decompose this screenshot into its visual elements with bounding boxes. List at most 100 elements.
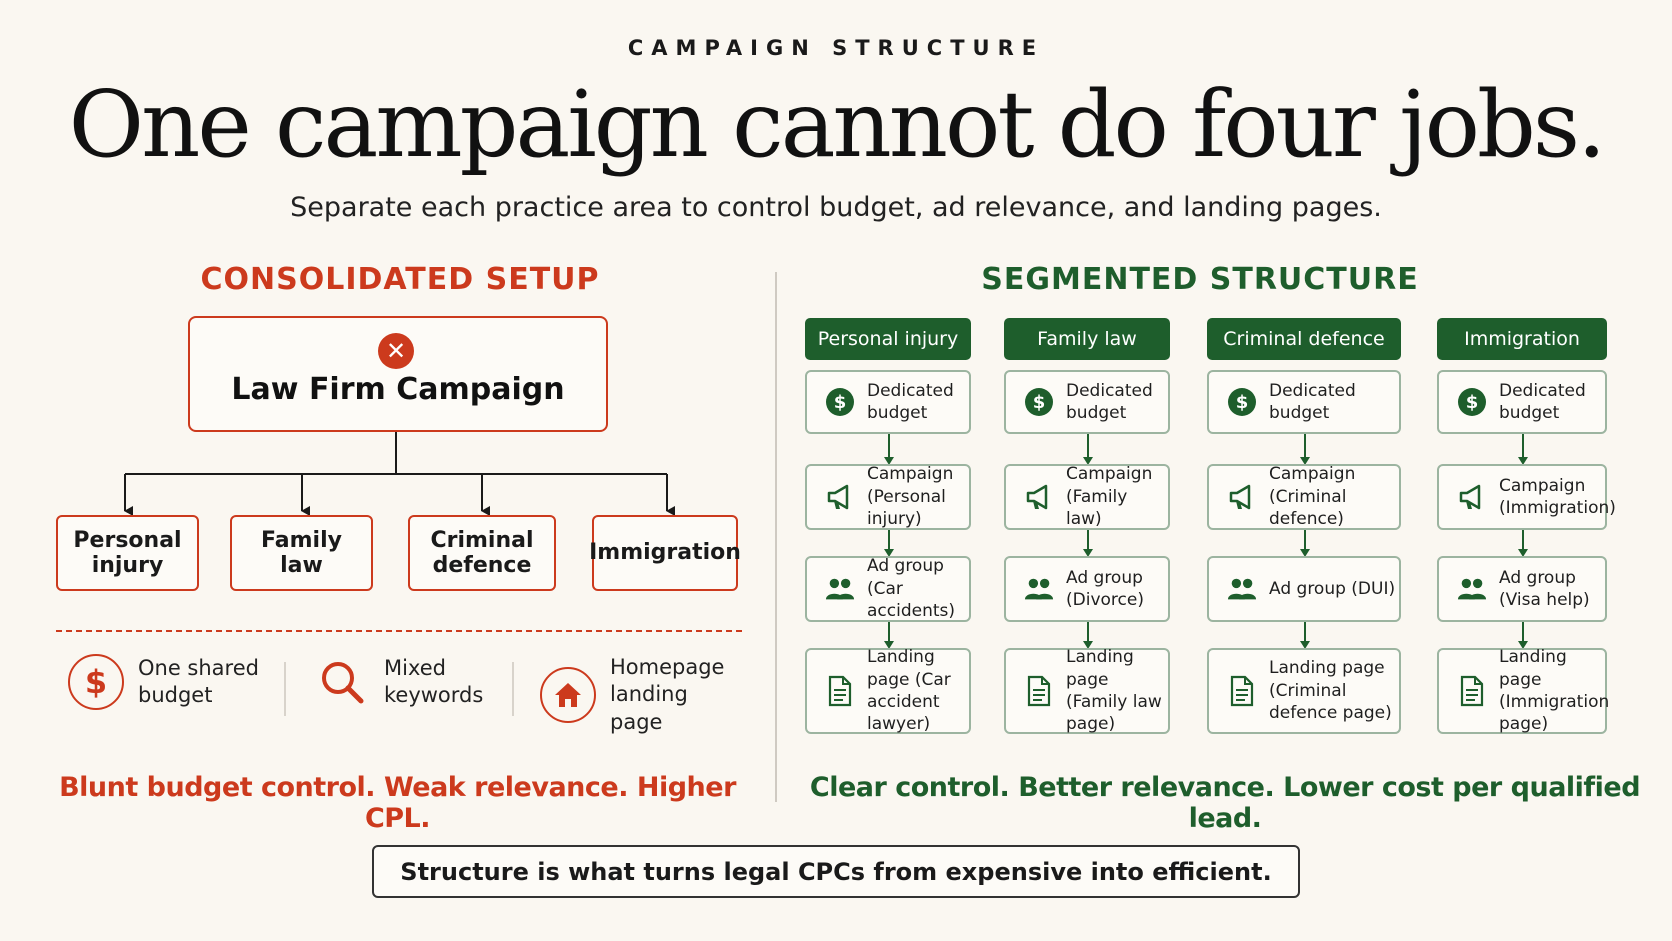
leaf-immigration: Immigration xyxy=(589,515,741,591)
segment-step-label: Ad group (Car accidents) xyxy=(867,556,956,622)
segment-step-label: Dedicated budget xyxy=(867,380,954,423)
segment-heading: Personal injury xyxy=(805,318,971,360)
dollar-icon: $ xyxy=(1457,387,1487,417)
segment-step: $ Dedicated budget xyxy=(805,370,971,434)
flow-arrow xyxy=(1083,530,1093,557)
segment-step-label: Landing page (Car accident lawyer) xyxy=(867,647,951,735)
eyebrow: CAMPAIGN STRUCTURE xyxy=(627,36,1045,60)
document-icon xyxy=(1227,675,1257,707)
feature-label: One shared budget xyxy=(138,655,259,707)
section-divider xyxy=(775,272,777,802)
segment-step: Campaign (Family law) xyxy=(1004,464,1170,530)
x-circle-icon: ✕ xyxy=(378,333,414,369)
megaphone-icon xyxy=(1024,482,1054,512)
flow-arrow xyxy=(1300,622,1310,649)
subheadline: Separate each practice area to control b… xyxy=(290,192,1382,223)
document-icon xyxy=(1024,675,1054,707)
law-firm-campaign-box: ✕ Law Firm Campaign xyxy=(188,316,608,432)
megaphone-icon xyxy=(1457,482,1487,512)
segment-step: Landing page (Family law page) xyxy=(1004,647,1170,735)
dollar-icon: $ xyxy=(1227,387,1257,417)
search-icon xyxy=(314,654,370,710)
segmented-title: SEGMENTED STRUCTURE xyxy=(981,262,1419,297)
dollar-icon: $ xyxy=(825,387,855,417)
segment-heading: Criminal defence xyxy=(1207,318,1401,360)
leaf-personal-injury: Personal injury xyxy=(56,515,199,591)
svg-text:$: $ xyxy=(1236,392,1249,413)
document-icon xyxy=(1457,675,1487,707)
segment-step: Ad group (Visa help) xyxy=(1437,556,1607,622)
svg-text:$: $ xyxy=(834,392,847,413)
segment-step: Ad group (Car accidents) xyxy=(805,556,971,622)
segment-step-label: Ad group (DUI) xyxy=(1269,578,1396,599)
segment-step-label: Campaign (Criminal defence) xyxy=(1269,464,1356,530)
flow-arrow xyxy=(1518,530,1528,557)
segment-step: Landing page (Car accident lawyer) xyxy=(805,647,971,735)
consolidated-title: CONSOLIDATED SETUP xyxy=(200,262,600,297)
segment-step-label: Campaign (Immigration) xyxy=(1499,475,1616,518)
segment-step-label: Landing page (Family law page) xyxy=(1066,647,1162,735)
flow-arrow xyxy=(1300,434,1310,465)
segment-step: Ad group (Divorce) xyxy=(1004,556,1170,622)
megaphone-icon xyxy=(1227,482,1257,512)
leaf-criminal-defence: Criminal defence xyxy=(408,515,556,591)
segment-step: Landing page (Immigration page) xyxy=(1437,647,1610,735)
segment-step: Campaign (Immigration) xyxy=(1437,464,1616,530)
people-icon xyxy=(1024,574,1054,604)
leaf-family-law: Family law xyxy=(230,515,373,591)
headline: One campaign cannot do four jobs. xyxy=(68,71,1607,178)
main-box-label: Law Firm Campaign xyxy=(231,372,565,407)
segmented-verdict: Clear control. Better relevance. Lower c… xyxy=(809,772,1641,834)
segment-step-label: Campaign (Personal injury) xyxy=(867,464,954,530)
segment-step: $ Dedicated budget xyxy=(1207,370,1401,434)
flow-arrow xyxy=(884,530,894,557)
segment-step: $ Dedicated budget xyxy=(1437,370,1607,434)
flow-arrow xyxy=(1518,434,1528,465)
feature-label: Homepage landing page xyxy=(610,655,725,734)
megaphone-icon xyxy=(825,482,855,512)
segment-step: Campaign (Criminal defence) xyxy=(1207,464,1401,530)
segment-step-label: Dedicated budget xyxy=(1066,380,1153,423)
feature-mixed-keywords: Mixed keywords xyxy=(314,654,514,710)
segment-step-label: Dedicated budget xyxy=(1269,380,1356,423)
flow-arrow xyxy=(884,622,894,649)
segment-step: $ Dedicated budget xyxy=(1004,370,1170,434)
flow-arrow xyxy=(1083,434,1093,465)
home-icon xyxy=(540,666,596,723)
segment-step-label: Landing page (Criminal defence page) xyxy=(1269,658,1392,724)
people-icon xyxy=(1457,574,1487,604)
dollar-icon: $ xyxy=(1024,387,1054,417)
segment-step-label: Dedicated budget xyxy=(1499,380,1586,423)
flow-arrow xyxy=(884,434,894,465)
segment-step-label: Ad group (Divorce) xyxy=(1066,567,1144,610)
dashed-divider xyxy=(56,630,742,632)
segment-step: Campaign (Personal injury) xyxy=(805,464,971,530)
svg-text:$: $ xyxy=(1033,392,1046,413)
feature-label: Mixed keywords xyxy=(384,655,484,707)
segment-step-label: Landing page (Immigration page) xyxy=(1499,647,1610,735)
footer-callout: Structure is what turns legal CPCs from … xyxy=(372,845,1300,898)
dollar-icon: $ xyxy=(68,654,124,710)
segment-heading: Family law xyxy=(1004,318,1170,360)
consolidated-verdict: Blunt budget control. Weak relevance. Hi… xyxy=(59,772,736,834)
feature-separator xyxy=(512,662,514,716)
flow-arrow xyxy=(1083,622,1093,649)
people-icon xyxy=(825,574,855,604)
segment-step: Ad group (DUI) xyxy=(1207,556,1401,622)
feature-homepage: Homepage landing page xyxy=(540,654,740,736)
segment-step: Landing page (Criminal defence page) xyxy=(1207,648,1401,734)
segment-heading: Immigration xyxy=(1437,318,1607,360)
people-icon xyxy=(1227,574,1257,604)
flow-arrow xyxy=(1300,530,1310,557)
svg-text:$: $ xyxy=(1466,392,1479,413)
segment-step-label: Campaign (Family law) xyxy=(1066,464,1153,530)
document-icon xyxy=(825,675,855,707)
feature-separator xyxy=(284,662,286,716)
feature-shared-budget: $ One shared budget xyxy=(68,654,268,710)
flow-arrow xyxy=(1518,622,1528,649)
segment-step-label: Ad group (Visa help) xyxy=(1499,567,1590,610)
